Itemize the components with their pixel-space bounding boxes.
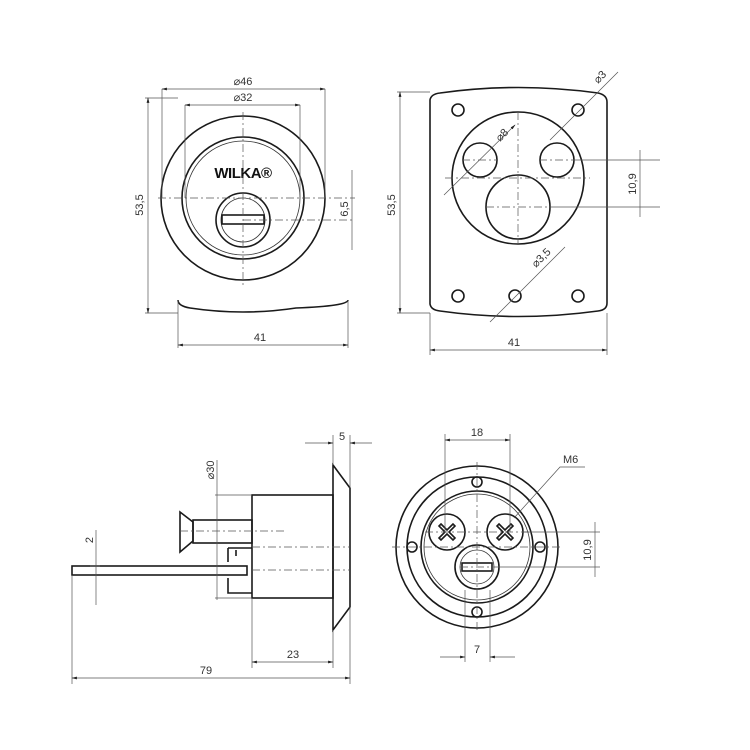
back-plate-view: ⌀8 ⌀3 ⌀3,5 53,5 10,9 41	[386, 69, 660, 355]
tailpiece	[71, 565, 248, 576]
dim-body-dia: ⌀30	[205, 461, 217, 480]
dim-height: 53,5	[386, 194, 398, 215]
rear-view: 18 M6 10,9 7	[392, 427, 600, 662]
dim-cam-width: 7	[474, 644, 480, 656]
dim-width: 41	[254, 332, 266, 344]
extension-lines	[397, 91, 660, 355]
center-lines	[445, 112, 590, 245]
dim-offset: 6,5	[339, 201, 351, 216]
extension-lines	[145, 89, 349, 348]
cross-screw-icon	[495, 522, 515, 542]
mounting-holes	[451, 103, 585, 303]
dim-height: 53,5	[134, 194, 146, 215]
rosette-profile	[177, 299, 349, 313]
leader-dia8	[443, 124, 516, 196]
center-lines	[392, 462, 562, 632]
cylinder-body	[251, 494, 334, 599]
extension-lines	[71, 435, 351, 684]
front-view: WILKA® ⌀46 ⌀32 53,5 6,5 41	[134, 76, 355, 348]
plate-outline	[429, 86, 608, 318]
dim-dia8: ⌀8	[494, 127, 512, 145]
center-lines	[158, 112, 355, 285]
dim-tailpiece-thickness: 2	[84, 537, 96, 543]
dim-screw-spacing: 18	[471, 427, 483, 439]
leader-thread	[513, 466, 585, 519]
extension-lines	[444, 434, 600, 662]
wilka-logo: WILKA®	[214, 165, 272, 182]
side-view: 5 ⌀30 2 23 79	[71, 431, 372, 684]
leader-dia3-5	[489, 246, 566, 323]
dim-flange-depth: 5	[339, 431, 345, 443]
dim-body-length: 23	[287, 649, 299, 661]
dim-offset: 10,9	[582, 539, 594, 560]
screw-shaft	[192, 519, 253, 544]
mounting-holes	[406, 476, 546, 618]
dim-offset: 10,9	[627, 173, 639, 194]
flange	[332, 462, 351, 633]
dim-dia46: ⌀46	[234, 76, 253, 88]
dim-dia3-5: ⌀3,5	[530, 246, 554, 270]
screw-head	[179, 510, 194, 554]
dim-overall-length: 79	[200, 665, 212, 677]
dim-thread: M6	[563, 454, 578, 466]
center-lines	[180, 530, 350, 571]
dim-width: 41	[508, 337, 520, 349]
cam-block	[227, 547, 252, 594]
leader-dia3	[549, 71, 619, 141]
dim-dia32: ⌀32	[234, 92, 253, 104]
